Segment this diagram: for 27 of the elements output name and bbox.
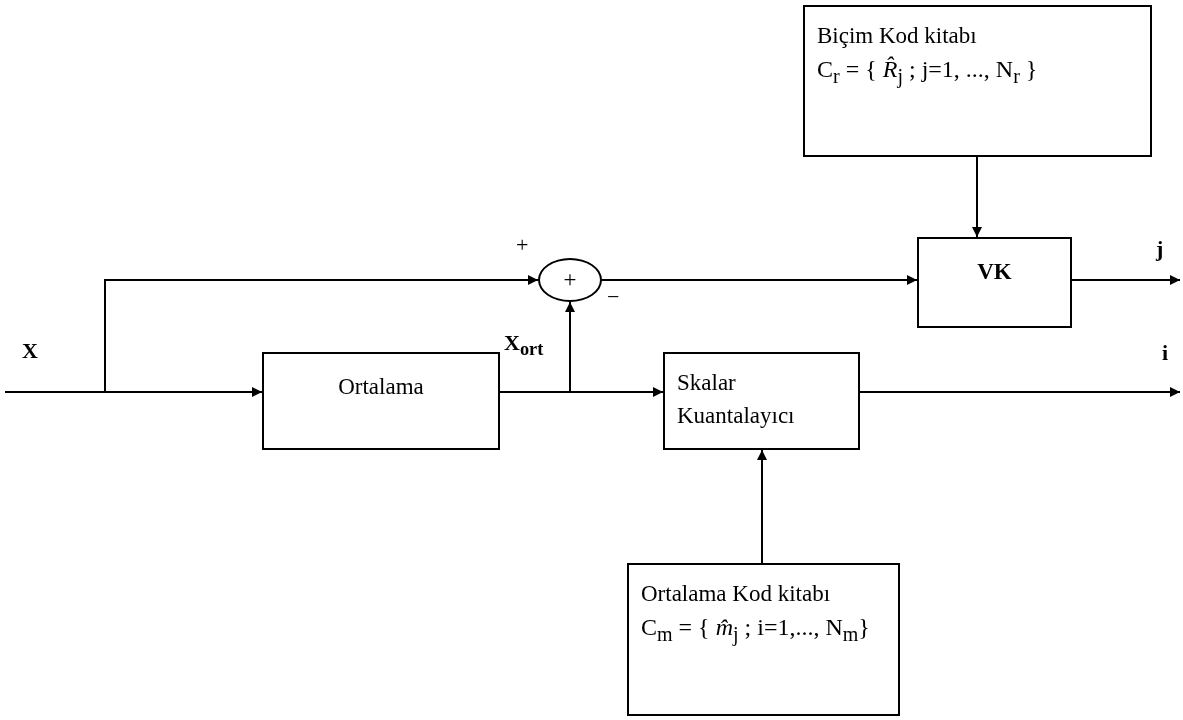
arrow xyxy=(1071,275,1181,285)
process-box xyxy=(663,352,860,450)
codebook-formula: C$_{m}$ = { m̂$_{j}$ ; i=1,..., N$_{m}$} xyxy=(641,613,870,648)
signal-label: + xyxy=(516,232,529,259)
box-label: Ortalama xyxy=(338,373,424,401)
plus-sign: + xyxy=(563,266,577,295)
arrow xyxy=(499,301,575,393)
process-box xyxy=(917,237,1072,328)
signal-label: j xyxy=(1156,236,1164,263)
signal-label: X xyxy=(22,338,38,365)
summing-junction xyxy=(538,258,602,302)
signal-label: i xyxy=(1162,340,1169,367)
arrow xyxy=(757,449,767,564)
signal-label: X$_{ort}$ xyxy=(504,330,544,362)
process-box xyxy=(627,563,900,716)
process-box xyxy=(262,352,500,450)
box-label: Skalar Kuantalayıcı xyxy=(677,369,796,431)
arrow xyxy=(859,387,1181,397)
box-label: Biçim Kod kitabı xyxy=(817,22,977,50)
box-label: Ortalama Kod kitabı xyxy=(641,580,831,608)
signal-label: − xyxy=(607,284,620,311)
arrow xyxy=(4,275,539,393)
process-box xyxy=(803,5,1152,157)
box-label: VK xyxy=(977,258,1012,286)
codebook-formula: C$_{r}$ = { R̂$_{j}$ ; j=1, ..., N$_{r}$ } xyxy=(817,55,1038,90)
arrow xyxy=(972,156,982,238)
arrow xyxy=(601,275,918,285)
